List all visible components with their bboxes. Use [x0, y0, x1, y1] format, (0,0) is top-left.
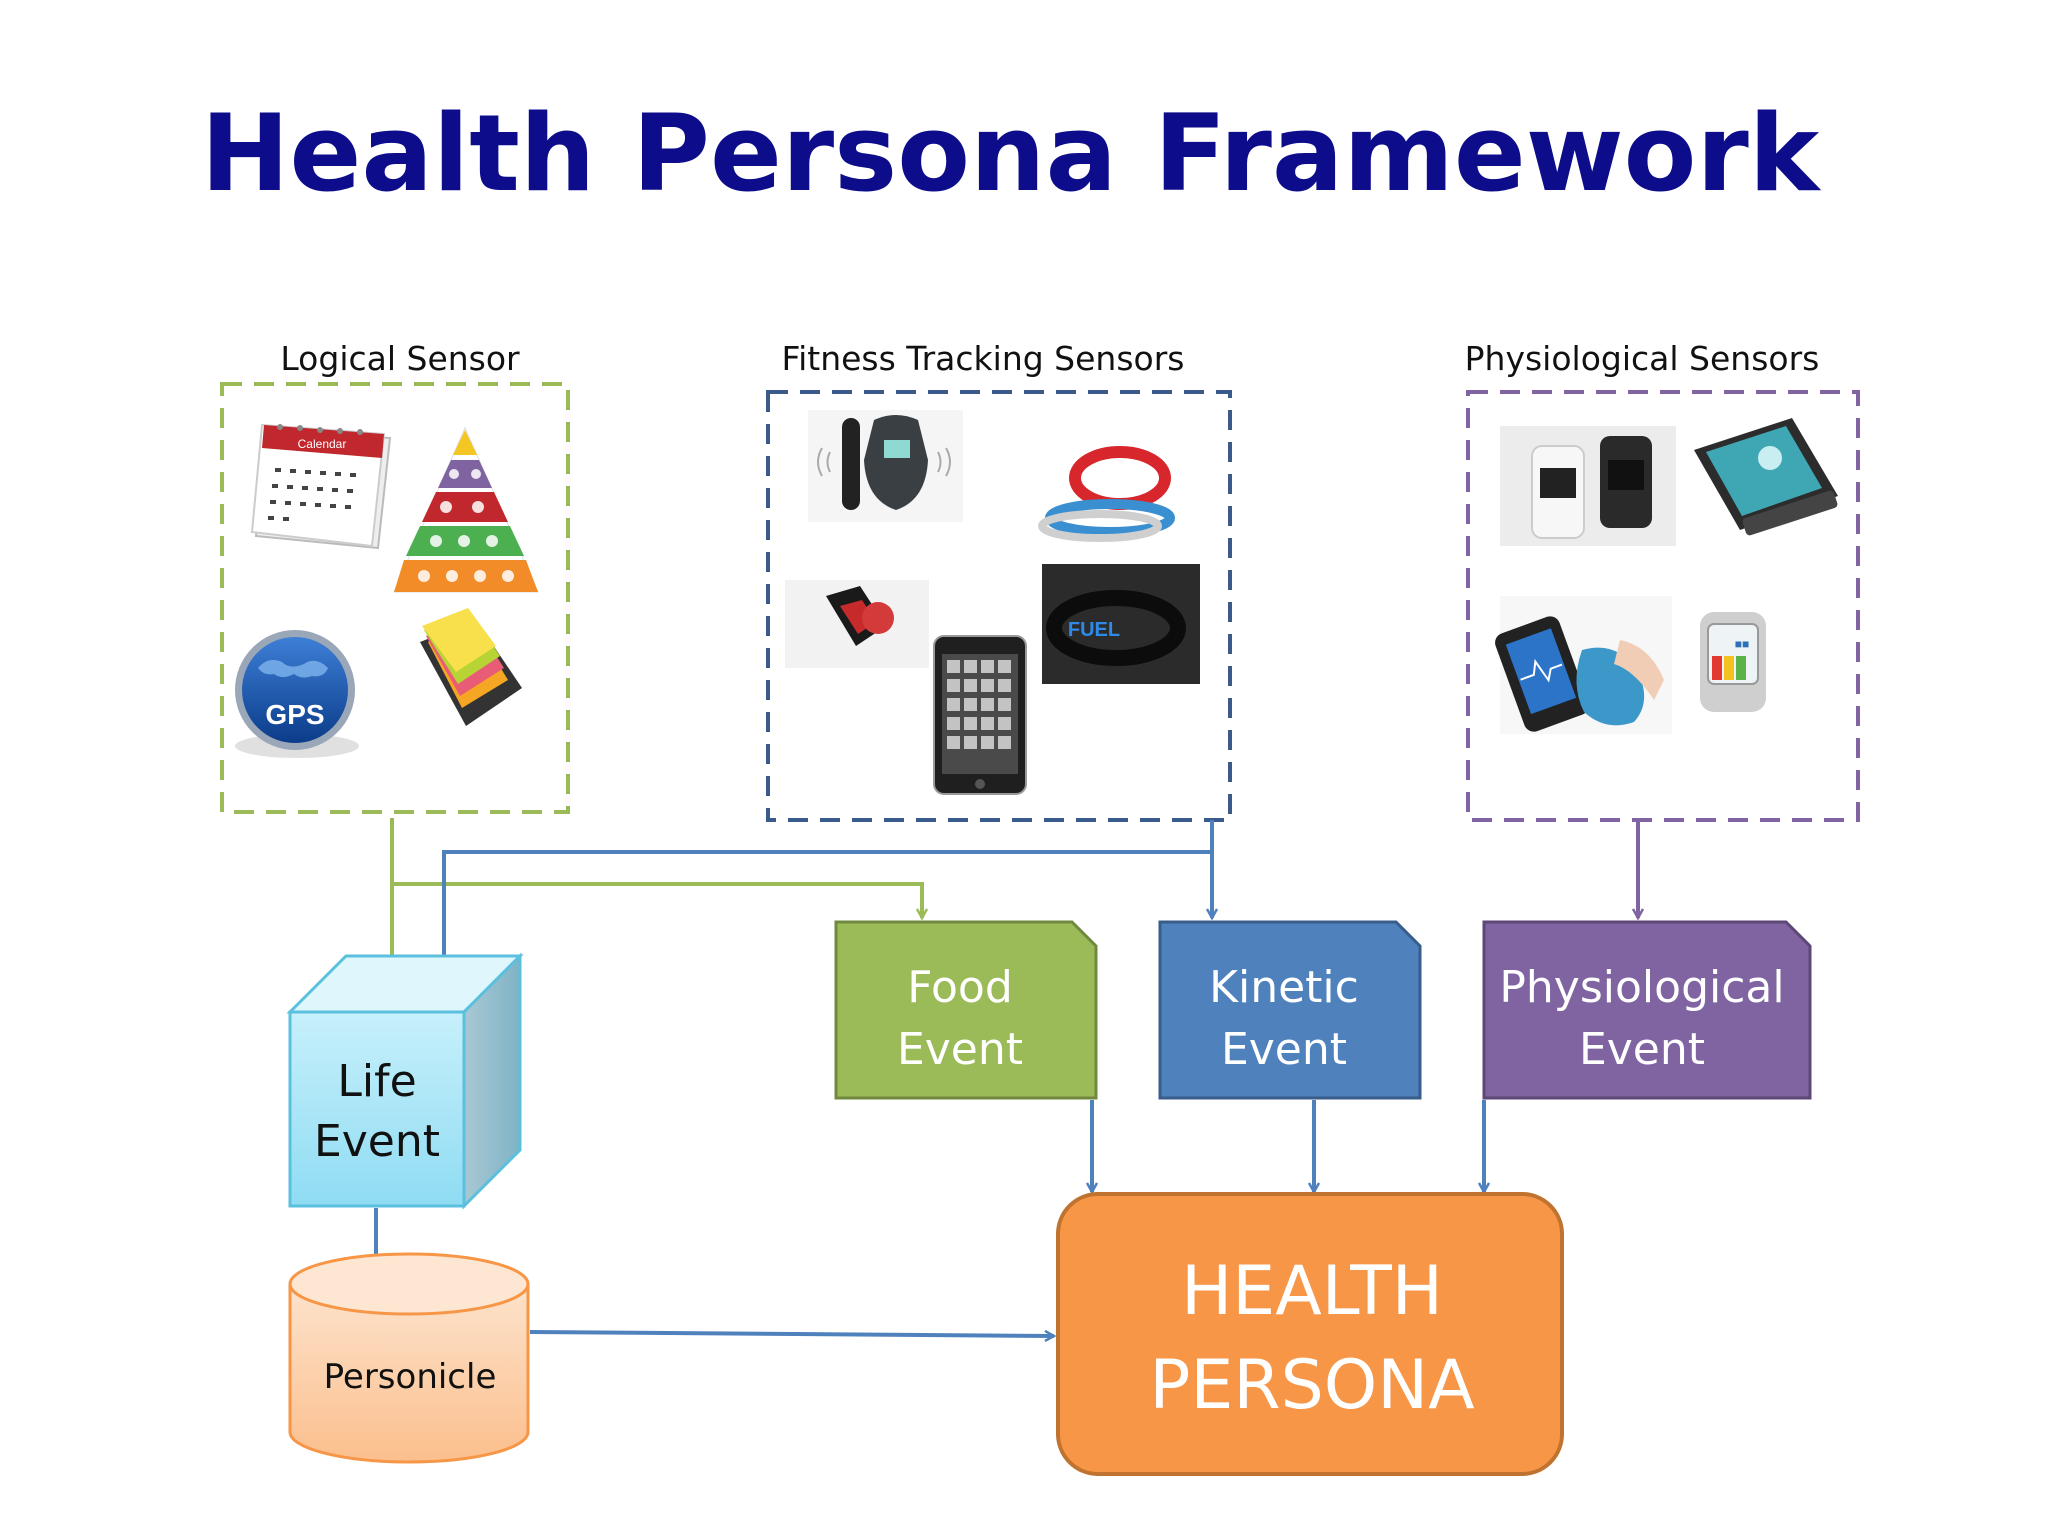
page-title: Health Persona Framework: [201, 92, 1822, 215]
kinetic-event-node: Kinetic Event: [1158, 920, 1422, 1100]
personicle-to-persona-arrow: [529, 1332, 1054, 1336]
connector-lines: [376, 818, 1638, 1336]
gps-icon-label: GPS: [265, 699, 324, 730]
calendar-icon-label: Calendar: [298, 437, 347, 451]
blood-pressure-monitor-icon: ■■: [1684, 598, 1800, 722]
logical-sensor-label: Logical Sensor: [280, 339, 520, 378]
food-pyramid-icon: [393, 426, 539, 593]
calendar-icon: Calendar: [250, 423, 392, 550]
heart-monitor-phone-icon: [1495, 596, 1672, 734]
jawbone-band-icon: [1038, 446, 1175, 542]
smartphone-apps-icon: [933, 635, 1027, 795]
kinetic-event-line1: Kinetic: [1209, 962, 1359, 1013]
fitness-to-life-arrow: [444, 850, 1212, 986]
personicle-node: Personicle: [288, 1252, 530, 1464]
health-persona-line1: HEALTH: [1181, 1252, 1443, 1331]
physiological-sensors-group: [1466, 390, 1860, 822]
fuel-label: FUEL: [1068, 619, 1120, 641]
life-event-line1: Life: [337, 1056, 416, 1107]
physiological-event-node: Physiological Event: [1482, 920, 1812, 1100]
logical-to-food-arrow: [392, 882, 922, 918]
svg-text:■■: ■■: [1735, 637, 1750, 651]
fitbit-clip-icon: [808, 410, 963, 522]
food-event-node: Food Event: [834, 920, 1098, 1100]
fitness-sensors-group: [766, 390, 1232, 822]
food-event-line1: Food: [907, 962, 1013, 1013]
tablet-notes-icon: [420, 608, 522, 726]
logical-sensor-group: [220, 382, 570, 814]
physiological-sensors-label: Physiological Sensors: [1465, 339, 1820, 378]
health-persona-line2: PERSONA: [1149, 1346, 1474, 1425]
life-event-node: Life Event: [286, 952, 524, 1210]
gps-icon: GPS: [235, 630, 359, 758]
nike-fuelband-icon: FUEL: [1042, 564, 1200, 684]
food-event-line2: Event: [897, 1024, 1023, 1075]
life-event-line2: Event: [314, 1116, 440, 1167]
physiological-event-line1: Physiological: [1499, 962, 1784, 1013]
personicle-label: Personicle: [324, 1357, 497, 1397]
thermodock-phone-icon: [1686, 418, 1842, 542]
kinetic-event-line2: Event: [1221, 1024, 1347, 1075]
basis-watch-icon: [1500, 426, 1676, 546]
physiological-event-line2: Event: [1579, 1024, 1705, 1075]
fitness-sensors-label: Fitness Tracking Sensors: [782, 339, 1185, 378]
health-persona-node: HEALTH PERSONA: [1056, 1192, 1564, 1476]
motoactv-watch-icon: [785, 580, 929, 668]
